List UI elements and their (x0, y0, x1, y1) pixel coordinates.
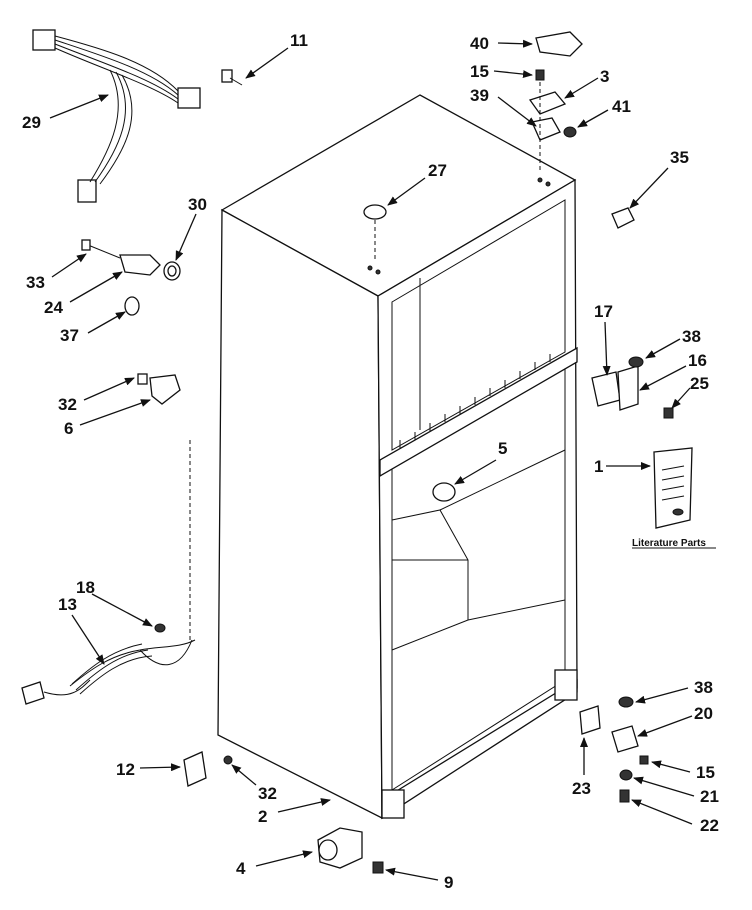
callout-12: 12 (116, 760, 135, 779)
bottom-hinge (579, 696, 649, 803)
callout-37: 37 (60, 326, 79, 345)
callout-24: 24 (44, 298, 63, 317)
roller-bracket (317, 827, 384, 874)
callout-41: 41 (612, 97, 631, 116)
cabinet (217, 94, 578, 820)
callout-9: 9 (444, 873, 453, 892)
callout-39: 39 (470, 86, 489, 105)
rail-perforations (399, 354, 551, 448)
callout-labels: 11 29 40 15 3 39 41 35 27 30 33 24 37 32… (22, 31, 719, 892)
callout-33: 33 (26, 273, 45, 292)
callout-22: 22 (700, 816, 719, 835)
literature-caption: Literature Parts (632, 538, 706, 549)
callout-20: 20 (694, 704, 713, 723)
control-housing (81, 239, 181, 316)
leader-lines (49, 39, 695, 881)
clip (137, 373, 181, 405)
wiring-bracket (183, 751, 233, 787)
callout-40: 40 (470, 34, 489, 53)
power-cord (21, 440, 196, 705)
callout-32-bottom: 32 (258, 784, 277, 803)
callout-6: 6 (64, 419, 73, 438)
callout-1: 1 (594, 457, 603, 476)
callout-2: 2 (258, 807, 267, 826)
callout-17: 17 (594, 302, 613, 321)
plug-button (363, 204, 387, 262)
callout-35: 35 (670, 148, 689, 167)
hinge-cover (535, 31, 583, 57)
literature-booklet (653, 447, 693, 529)
callout-15-top: 15 (470, 62, 489, 81)
callout-23: 23 (572, 779, 591, 798)
callout-4: 4 (236, 859, 246, 878)
callout-30: 30 (188, 195, 207, 214)
callout-32-left: 32 (58, 395, 77, 414)
callout-18: 18 (76, 578, 95, 597)
callout-29: 29 (22, 113, 41, 132)
callout-16: 16 (688, 351, 707, 370)
wire-harness (32, 29, 201, 203)
callout-3: 3 (600, 67, 609, 86)
screw (221, 69, 243, 86)
callout-27: 27 (428, 161, 447, 180)
callout-13: 13 (58, 595, 77, 614)
callout-11: 11 (290, 31, 308, 50)
callout-15-bottom: 15 (696, 763, 715, 782)
center-hinge (591, 356, 674, 419)
top-hinge (528, 69, 577, 172)
shim (611, 207, 635, 229)
callout-25: 25 (690, 374, 709, 393)
callout-5: 5 (498, 439, 507, 458)
callout-38-upper: 38 (682, 327, 701, 346)
mullion-plug (432, 482, 456, 502)
callout-38-lower: 38 (694, 678, 713, 697)
callout-21: 21 (700, 787, 719, 806)
